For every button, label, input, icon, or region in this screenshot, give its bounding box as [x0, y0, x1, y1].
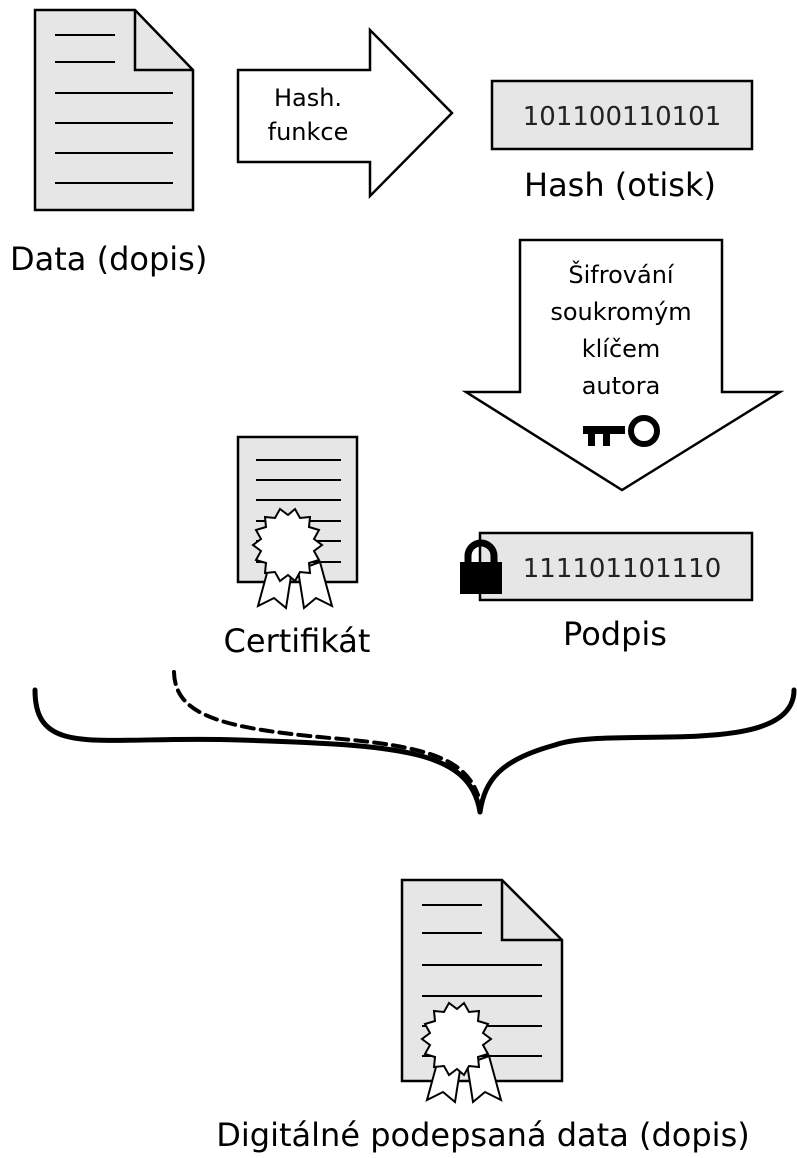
certificate-icon: [236, 435, 359, 610]
signature-bits: 111101101110: [523, 554, 722, 584]
hash-label: Hash (otisk): [524, 166, 716, 204]
encryption-arrow: [461, 238, 785, 492]
document-icon: [33, 8, 195, 212]
padlock-icon: [460, 539, 502, 594]
hash-function-label-line1: Hash.: [274, 84, 342, 112]
hash-bits: 101100110101: [523, 102, 722, 132]
signature-label: Podpis: [563, 615, 667, 653]
certificate-label: Certifikát: [224, 622, 371, 660]
data-label: Data (dopis): [10, 240, 207, 278]
encryption-label-line2: soukromým: [550, 298, 691, 326]
curly-brace: [32, 670, 797, 815]
hash-box: [490, 79, 754, 151]
signature-box: [478, 531, 754, 602]
signed-data-label: Digitálné podepsaná data (dopis): [216, 1116, 749, 1154]
encryption-label-line3: klíčem: [582, 335, 661, 363]
encryption-label-line1: Šifrování: [568, 259, 674, 289]
encryption-label-line4: autora: [582, 372, 661, 400]
hash-function-label-line2: funkce: [268, 118, 349, 146]
key-icon: [583, 415, 660, 447]
signed-document-icon: [400, 878, 564, 1104]
hash-function-arrow: [236, 26, 454, 200]
